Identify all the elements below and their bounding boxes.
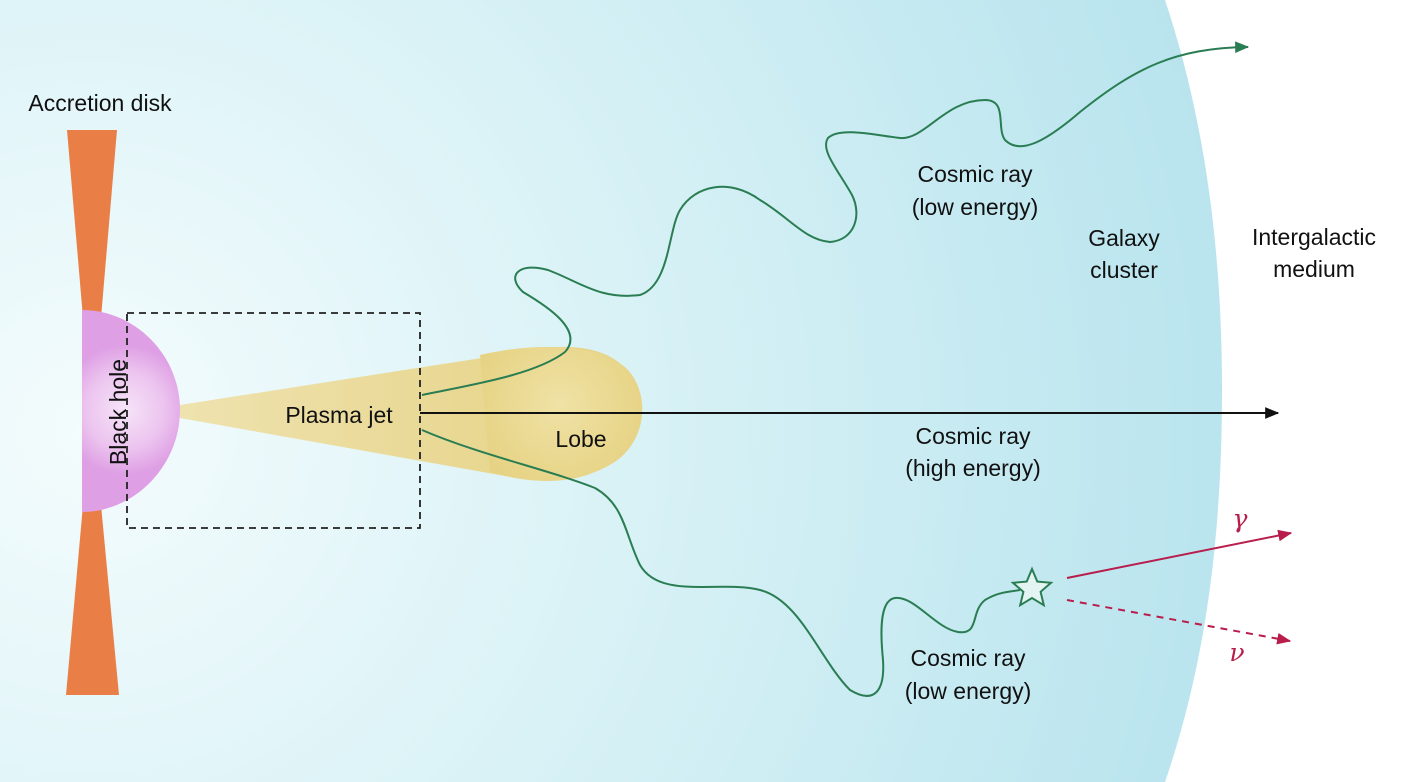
intergalactic-medium-label-line1: Intergalactic [1252, 224, 1376, 250]
interaction-star [1010, 566, 1054, 608]
black-hole [82, 310, 180, 512]
cosmic-ray-low-upper-label-line1: Cosmic ray [917, 161, 1033, 187]
galaxy-cluster-label-line1: Galaxy [1088, 225, 1160, 251]
cosmic-ray-low-lower-label-line2: (low energy) [905, 678, 1032, 704]
cosmic-ray-low-lower-label-line1: Cosmic ray [910, 645, 1026, 671]
accretion-disk-label: Accretion disk [28, 90, 172, 116]
galaxy-cluster-label-line2: cluster [1090, 257, 1158, 283]
cosmic-ray-high-label-line2: (high energy) [905, 455, 1041, 481]
cosmic-ray-low-upper-label-line2: (low energy) [912, 194, 1039, 220]
cosmic-ray-low-lower-path [421, 429, 1021, 697]
accretion-disk [66, 130, 119, 695]
gamma-label: γ [1233, 504, 1248, 533]
neutrino-arrow [1066, 599, 1292, 645]
cosmic-ray-low-upper-path [421, 41, 1250, 396]
gamma-ray-arrow [1066, 529, 1293, 579]
cosmic-ray-high-label-line1: Cosmic ray [915, 423, 1031, 449]
nu-label: ν [1229, 638, 1244, 667]
zoom-region-box [126, 312, 421, 529]
lobe-label: Lobe [555, 426, 606, 452]
black-hole-label: Black hole [105, 359, 131, 465]
intergalactic-medium-label-line2: medium [1273, 256, 1355, 282]
plasma-jet-label: Plasma jet [285, 402, 393, 428]
